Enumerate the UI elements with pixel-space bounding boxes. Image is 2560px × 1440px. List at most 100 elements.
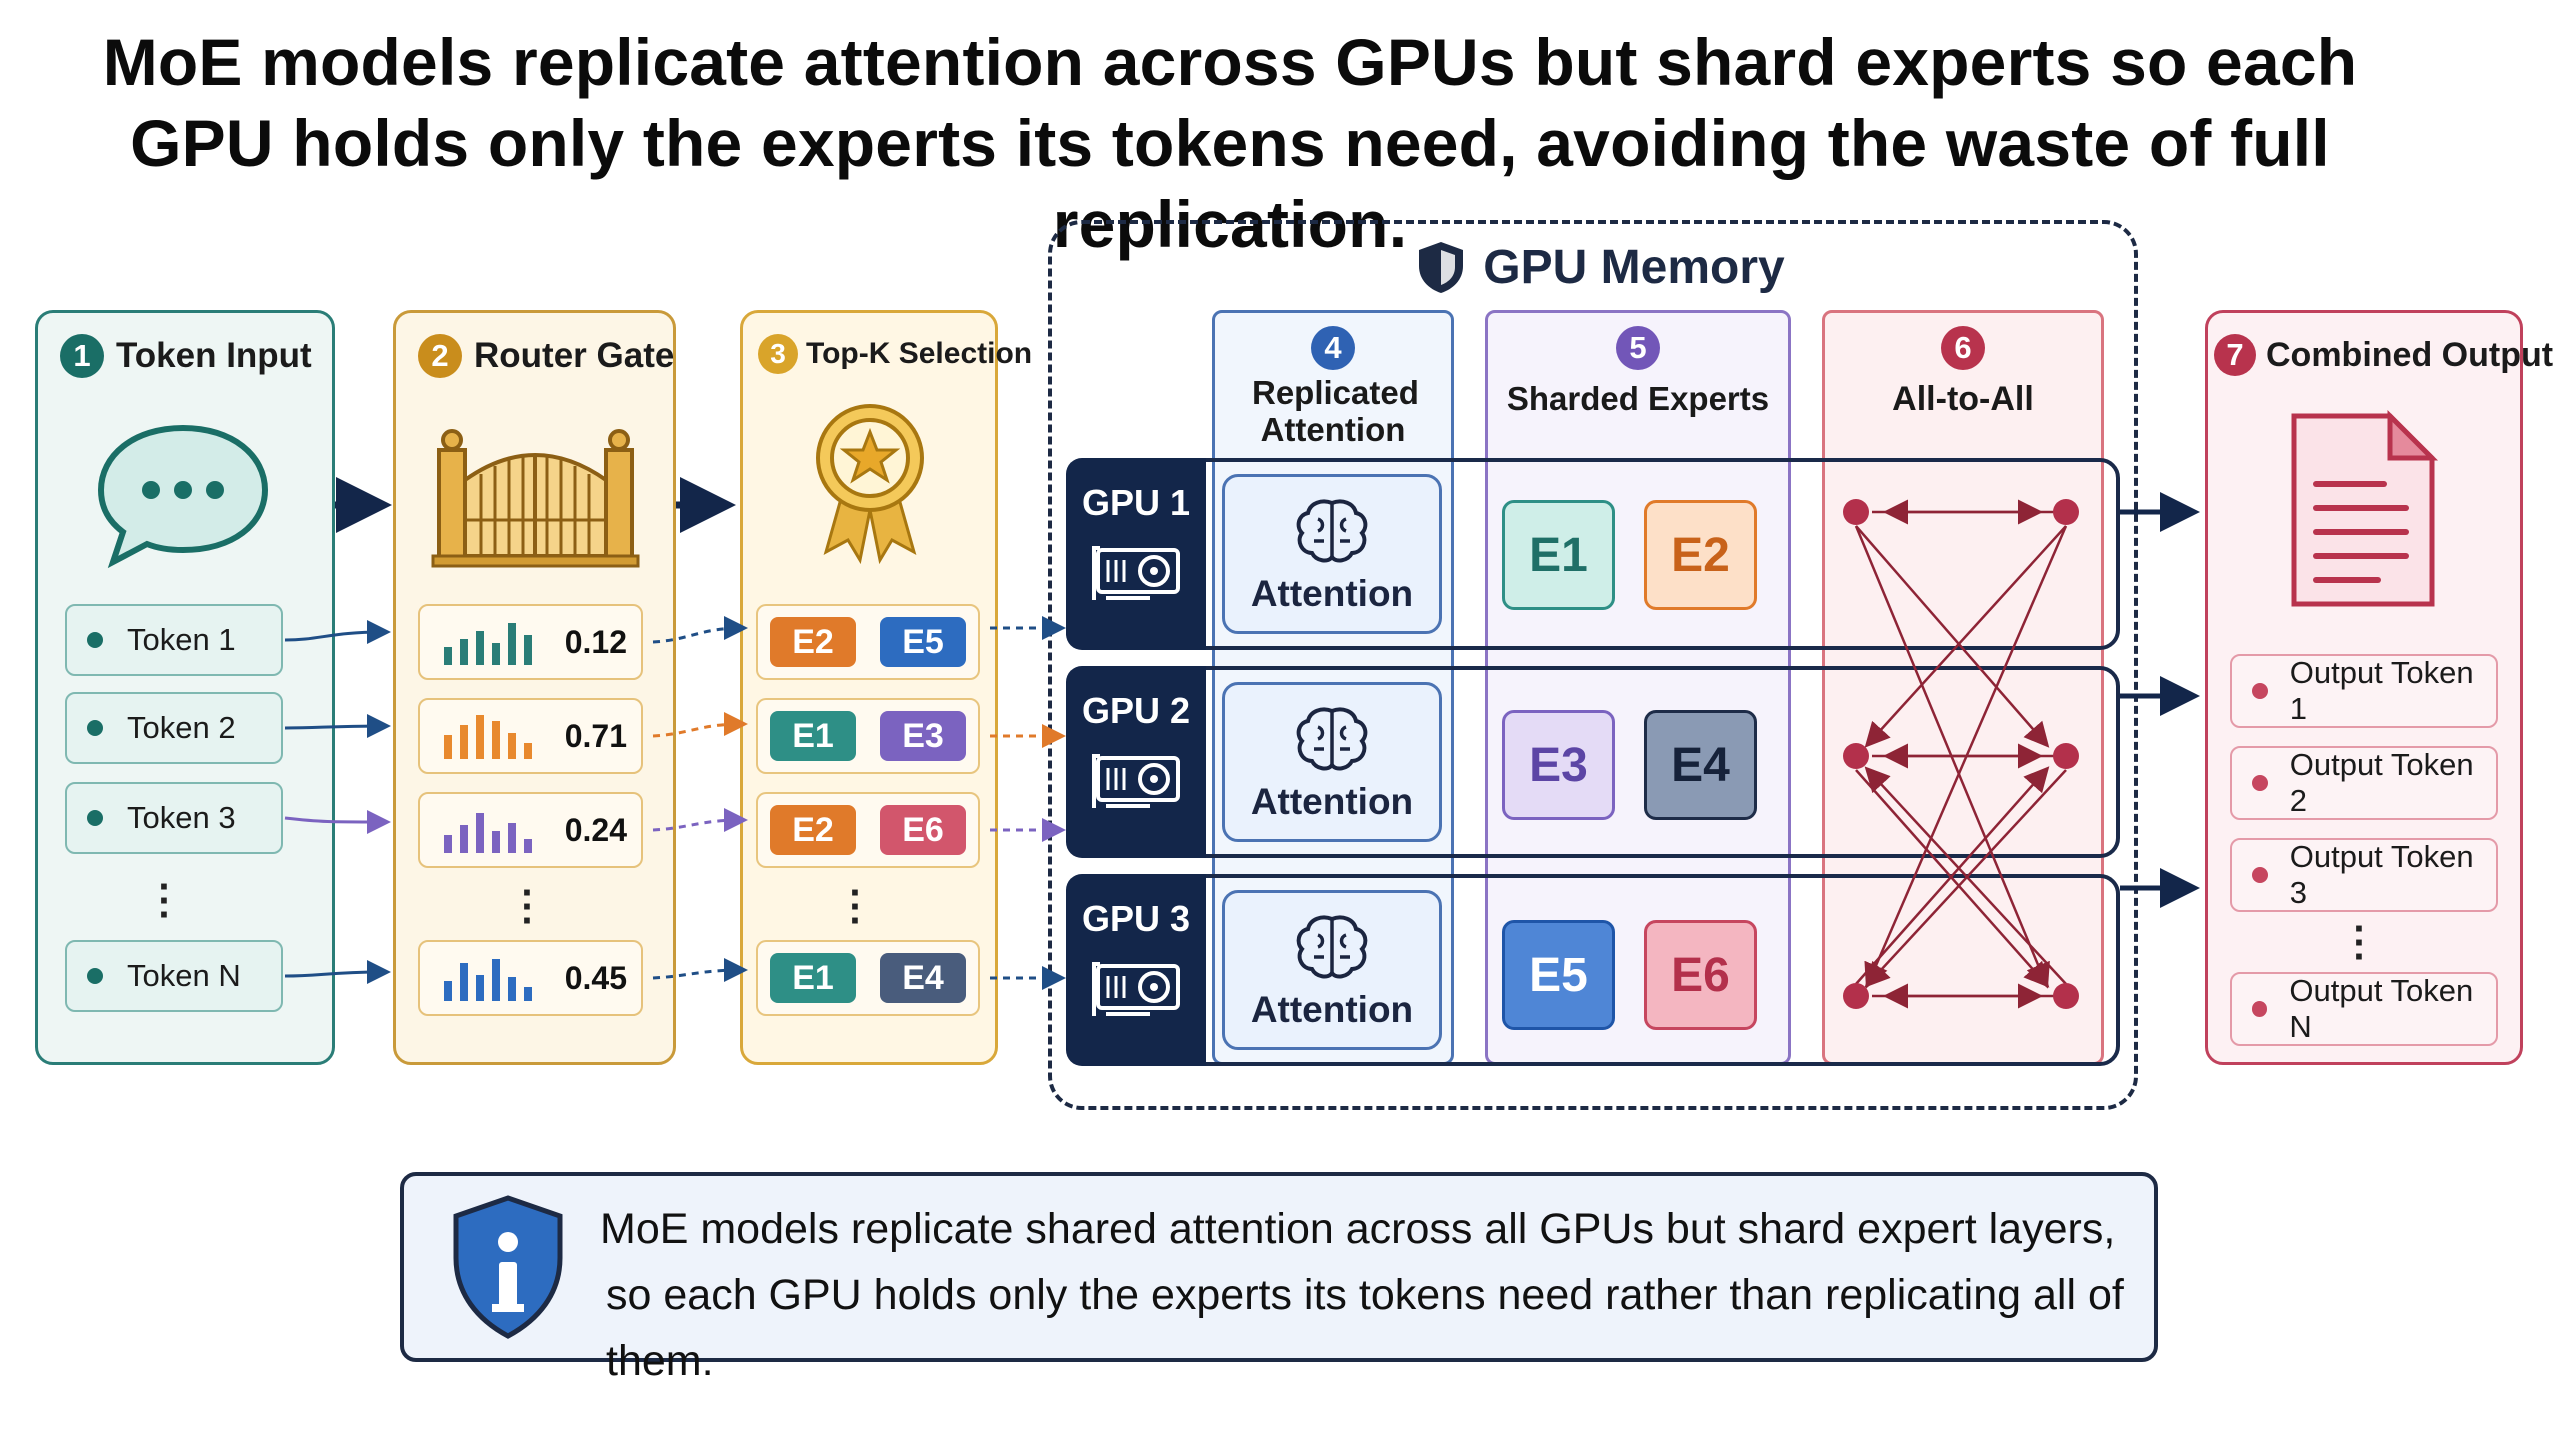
- node-dot: [2053, 743, 2079, 769]
- output-dot-icon: [2252, 867, 2268, 883]
- step2-header: 2 Router Gate: [418, 334, 674, 378]
- output-dot-icon: [2252, 775, 2268, 791]
- node-dot: [1843, 499, 1869, 525]
- bar-chart-icon: [444, 959, 532, 1001]
- attention-label: Attention: [1250, 573, 1414, 614]
- token-label: Token 2: [127, 710, 236, 745]
- gpu-memory-label: GPU Memory: [1483, 240, 1785, 294]
- token-dot-icon: [87, 810, 103, 826]
- score-connector: [652, 616, 748, 644]
- expert-block: E6: [1644, 920, 1757, 1030]
- output-token-label: Output Token 1: [2289, 655, 2474, 726]
- gpu-label: GPU 3: [1066, 874, 1206, 1066]
- token-dot-icon: [87, 632, 103, 648]
- output-token-item: Output Token 2: [2230, 746, 2498, 820]
- node-dot: [2053, 983, 2079, 1009]
- expert-block: E5: [1502, 920, 1615, 1030]
- score-connector: [652, 712, 748, 738]
- expert-block: E4: [1644, 710, 1757, 820]
- token-connector: [284, 960, 391, 985]
- bar-chart-icon: [444, 813, 532, 853]
- brain-icon: [1296, 915, 1368, 979]
- step3-number: 3: [758, 334, 798, 374]
- node-dot: [1843, 743, 1869, 769]
- token-connector: [284, 620, 391, 645]
- topk-row: E1 E4: [756, 940, 980, 1016]
- step4-header: 4 Replicated Attention: [1212, 326, 1454, 448]
- output-token-label: Output Token 2: [2289, 747, 2474, 818]
- expert-chip: E2: [770, 805, 856, 855]
- shield-icon: [1419, 242, 1464, 293]
- step4-number: 4: [1311, 326, 1355, 370]
- gpu-card-icon: [1092, 546, 1180, 600]
- step1-label: Token Input: [116, 336, 312, 375]
- output-token-label: Output Token 3: [2289, 839, 2474, 910]
- gpu-memory-region: [1048, 220, 2138, 1110]
- expert-block: E1: [1502, 500, 1615, 610]
- gpu-name: GPU 3: [1081, 898, 1191, 939]
- step3-header: 3 Top-K Selection: [758, 334, 1032, 374]
- token-dot-icon: [87, 720, 103, 736]
- expert-chip: E4: [880, 953, 966, 1003]
- expert-chip: E1: [770, 953, 856, 1003]
- step1-number: 1: [60, 334, 104, 378]
- router-score-row: 0.71: [418, 698, 643, 774]
- expert-chip: E2: [770, 617, 856, 667]
- router-score: 0.71: [564, 717, 627, 754]
- step7-label: Combined Output: [2266, 335, 2554, 374]
- step2-number: 2: [418, 334, 462, 378]
- step5-header: 5 Sharded Experts: [1485, 326, 1791, 418]
- router-score: 0.45: [564, 959, 627, 996]
- step5-label: Sharded Experts: [1506, 380, 1770, 417]
- token-item: Token 1: [65, 604, 283, 676]
- router-score-row: 0.24: [418, 792, 643, 868]
- token-dot-icon: [87, 968, 103, 984]
- router-score-row: 0.45: [418, 940, 643, 1016]
- info-callout: [400, 1172, 2158, 1362]
- router-score-row: 0.12: [418, 604, 643, 680]
- output-token-label: Output Token N: [2289, 973, 2474, 1044]
- output-token-item: Output Token 3: [2230, 838, 2498, 912]
- bar-chart-icon: [444, 715, 532, 759]
- topk-row: E2 E5: [756, 604, 980, 680]
- gpu-label: GPU 1: [1066, 458, 1206, 650]
- gpu-memory-title: GPU Memory: [1400, 232, 1800, 302]
- token-item: Token N: [65, 940, 283, 1012]
- topk-row: E1 E3: [756, 698, 980, 774]
- gpu-name: GPU 1: [1081, 482, 1191, 523]
- token-connector: [284, 714, 391, 739]
- expert-block: E2: [1644, 500, 1757, 610]
- token-connector: [284, 809, 391, 834]
- gpu-label: GPU 2: [1066, 666, 1206, 858]
- token-item: Token 3: [65, 782, 283, 854]
- step6-label: All-to-All: [1892, 380, 2034, 418]
- attention-label: Attention: [1250, 989, 1414, 1030]
- brain-icon: [1296, 499, 1368, 563]
- output-dot-icon: [2252, 683, 2268, 699]
- output-dot-icon: [2252, 1001, 2268, 1017]
- page-title: MoE models replicate attention across GP…: [102, 25, 2358, 261]
- ellipsis-vertical-icon: ···: [2353, 907, 2367, 979]
- attention-block: Attention: [1222, 890, 1442, 1050]
- attention-label: Attention: [1250, 781, 1414, 822]
- output-token-item: Output Token N: [2230, 972, 2498, 1046]
- bar-chart-icon: [444, 623, 532, 665]
- token-item: Token 2: [65, 692, 283, 764]
- expert-chip: E6: [880, 805, 966, 855]
- gate-icon: [431, 429, 640, 568]
- token-label: Token N: [127, 958, 241, 993]
- chat-bubble-icon: [97, 424, 269, 569]
- step4-label: Replicated Attention: [1252, 374, 1419, 448]
- step2-label: Router Gate: [474, 336, 675, 375]
- score-connector: [652, 958, 748, 983]
- step3-label: Top-K Selection: [806, 337, 1033, 370]
- gpu-name: GPU 2: [1081, 690, 1191, 731]
- router-score: 0.24: [564, 811, 627, 848]
- step7-number: 7: [2214, 334, 2256, 376]
- step6-header: 6 All-to-All: [1822, 326, 2104, 419]
- expert-block: E3: [1502, 710, 1615, 820]
- gpu-card-icon: [1092, 754, 1180, 808]
- expert-chip: E3: [880, 711, 966, 761]
- topk-row: E2 E6: [756, 792, 980, 868]
